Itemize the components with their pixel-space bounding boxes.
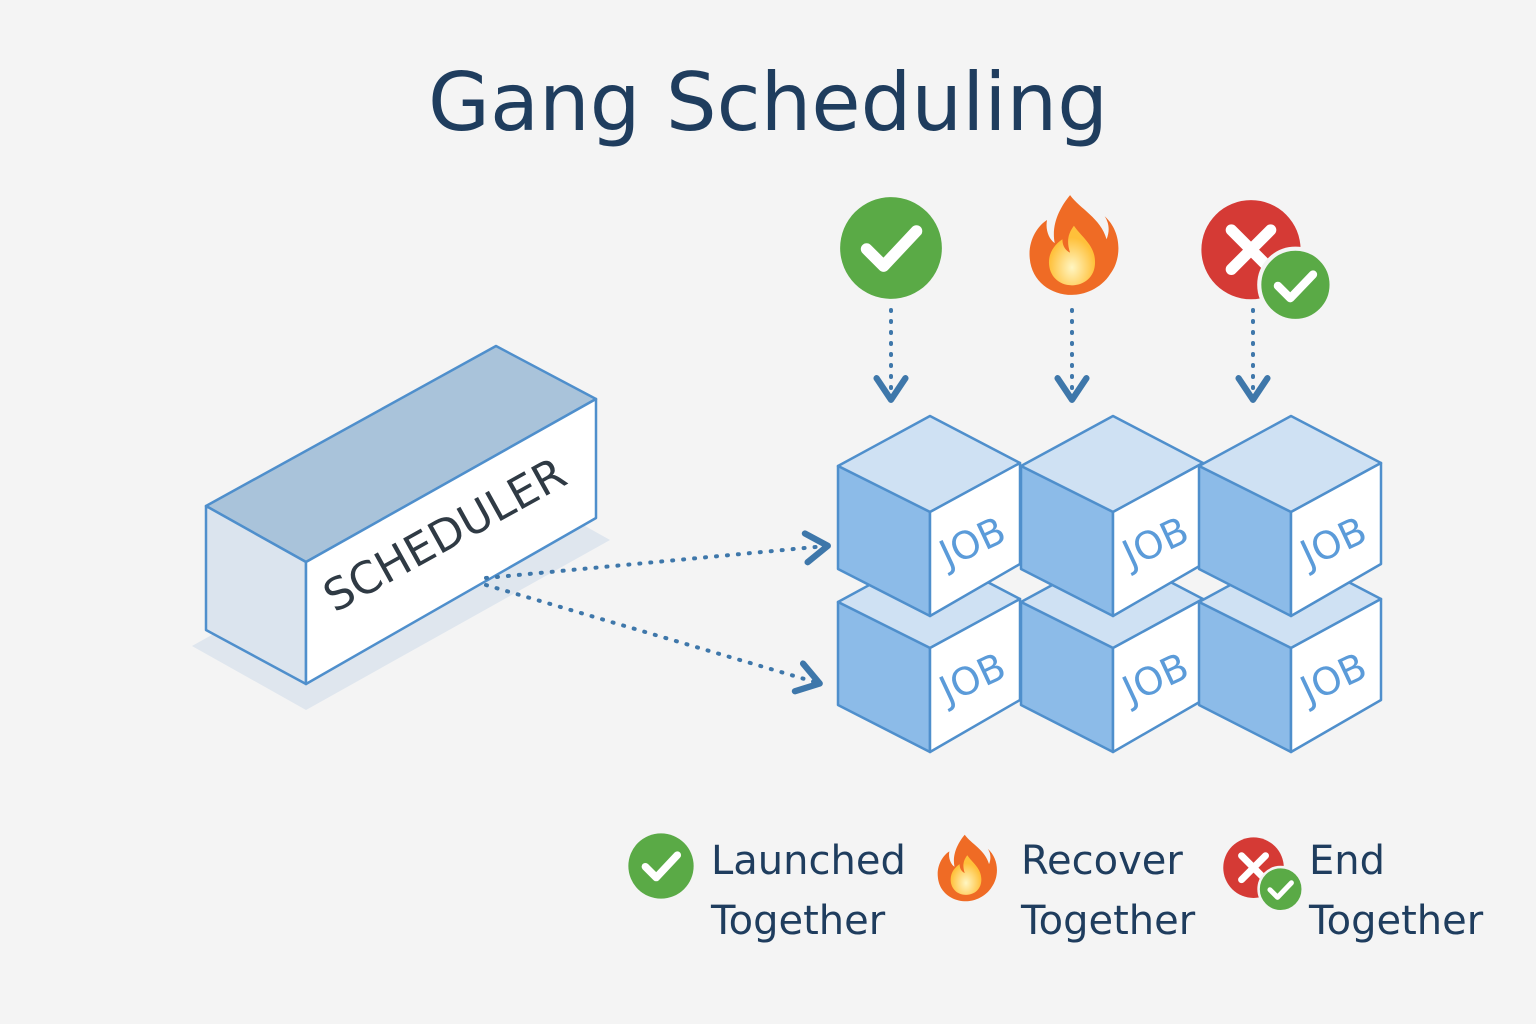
check-circle-icon [840,197,942,299]
status-arrows [873,308,1271,403]
legend-launched-line1: Launched [711,838,906,884]
job-cube-front [1289,461,1383,618]
dispatch-arrow-bottom [484,583,823,695]
fire-icon [937,834,997,902]
scheduler-block: SCHEDULER [192,344,610,710]
job-cube: JOB [1197,414,1383,618]
scheduler-to-jobs-arrows [484,530,831,695]
legend-end-line2: Together [1308,898,1484,944]
job-cube: JOB [1019,414,1205,618]
legend-recover-line2: Together [1020,898,1196,944]
page-title: Gang Scheduling [428,56,1108,149]
job-cube: JOB [836,414,1022,618]
check-circle-icon [628,833,693,898]
legend-item-end: End Together [1223,837,1484,944]
x-with-check-icon [1223,837,1302,911]
legend-item-launched: Launched Together [628,833,906,944]
fire-icon [1029,195,1119,295]
x-with-check-icon [1201,200,1331,321]
job-cube: JOB [1019,550,1205,754]
status-icons [840,195,1331,321]
legend-recover-line1: Recover [1021,838,1183,884]
job-cube-front [1289,597,1383,754]
dispatch-arrow-top [484,530,831,580]
scheduler-front-face [304,397,598,686]
legend: Launched Together Recover Together End T… [628,833,1484,944]
legend-launched-line2: Together [710,898,886,944]
legend-end-line1: End [1309,838,1385,884]
legend-item-recover: Recover Together [937,834,1196,944]
